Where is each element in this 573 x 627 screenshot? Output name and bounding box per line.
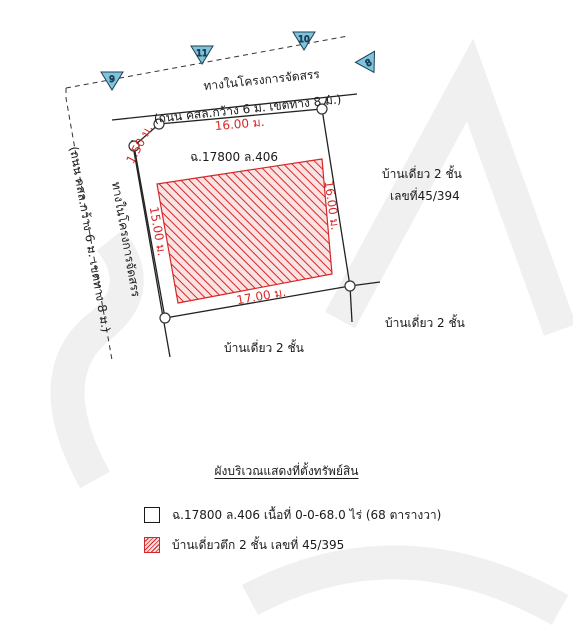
legend-item-building-text: บ้านเดี่ยวตึก 2 ชั้น เลขที่ 45/395 bbox=[172, 537, 345, 552]
marker-label: 8 bbox=[364, 58, 374, 70]
corner-pin bbox=[159, 312, 171, 324]
road-left-sub: (ถนน คสล.กว้าง 6 ม. เขตทาง 8 ม.) bbox=[67, 145, 113, 333]
survey-markers: 9 11 10 8 bbox=[100, 31, 376, 91]
survey-marker-8: 8 bbox=[354, 50, 376, 74]
legend-item-building: บ้านเดี่ยวตึก 2 ชั้น เลขที่ 45/395 bbox=[144, 536, 344, 554]
marker-label: 10 bbox=[298, 35, 310, 45]
dim-top: 16.00 ม. bbox=[214, 115, 265, 133]
neighbor-right-1: บ้านเดี่ยว 2 ชั้น bbox=[382, 165, 462, 181]
neighbor-bottom: บ้านเดี่ยว 2 ชั้น bbox=[224, 339, 304, 355]
survey-marker-11: 11 bbox=[190, 45, 214, 65]
corner-pin bbox=[153, 118, 165, 130]
corner-pin bbox=[316, 103, 328, 115]
legend-item-parcel: ฉ.17800 ล.406 เนื้อที่ 0-0-68.0 ไร่ (68 … bbox=[144, 506, 441, 524]
corner-pin bbox=[344, 280, 356, 292]
parcel-id: ฉ.17800 ล.406 bbox=[190, 150, 278, 164]
neighbor-right-2: บ้านเดี่ยว 2 ชั้น bbox=[385, 314, 465, 330]
road-top-label: ทางในโครงการจัดสรร bbox=[203, 67, 321, 93]
marker-label: 11 bbox=[196, 49, 207, 59]
building-footprint bbox=[156, 158, 333, 304]
watermark bbox=[50, 38, 573, 625]
legend-title: ผังบริเวณแสดงที่ตั้งทรัพย์สิน bbox=[0, 462, 573, 481]
dashed-boundary-left bbox=[65, 88, 113, 361]
dim-right: 16.00 ม. bbox=[322, 180, 343, 231]
dim-corner: 1.50 ม. bbox=[123, 122, 155, 166]
road-top-edge bbox=[111, 93, 358, 121]
marker-label: 9 bbox=[109, 75, 115, 85]
survey-marker-10: 10 bbox=[292, 31, 316, 51]
legend-swatch-hatch bbox=[144, 537, 160, 553]
legend-item-parcel-text: ฉ.17800 ล.406 เนื้อที่ 0-0-68.0 ไร่ (68 … bbox=[172, 507, 442, 522]
corner-pin bbox=[128, 140, 140, 152]
parcel-right-lower bbox=[349, 285, 353, 323]
legend-swatch-empty bbox=[144, 507, 160, 523]
neighbor-right-1-number: เลขที่45/394 bbox=[390, 187, 460, 203]
legend-title-text: ผังบริเวณแสดงที่ตั้งทรัพย์สิน bbox=[214, 464, 359, 478]
corner-pins bbox=[128, 103, 356, 324]
survey-marker-9: 9 bbox=[100, 71, 124, 91]
